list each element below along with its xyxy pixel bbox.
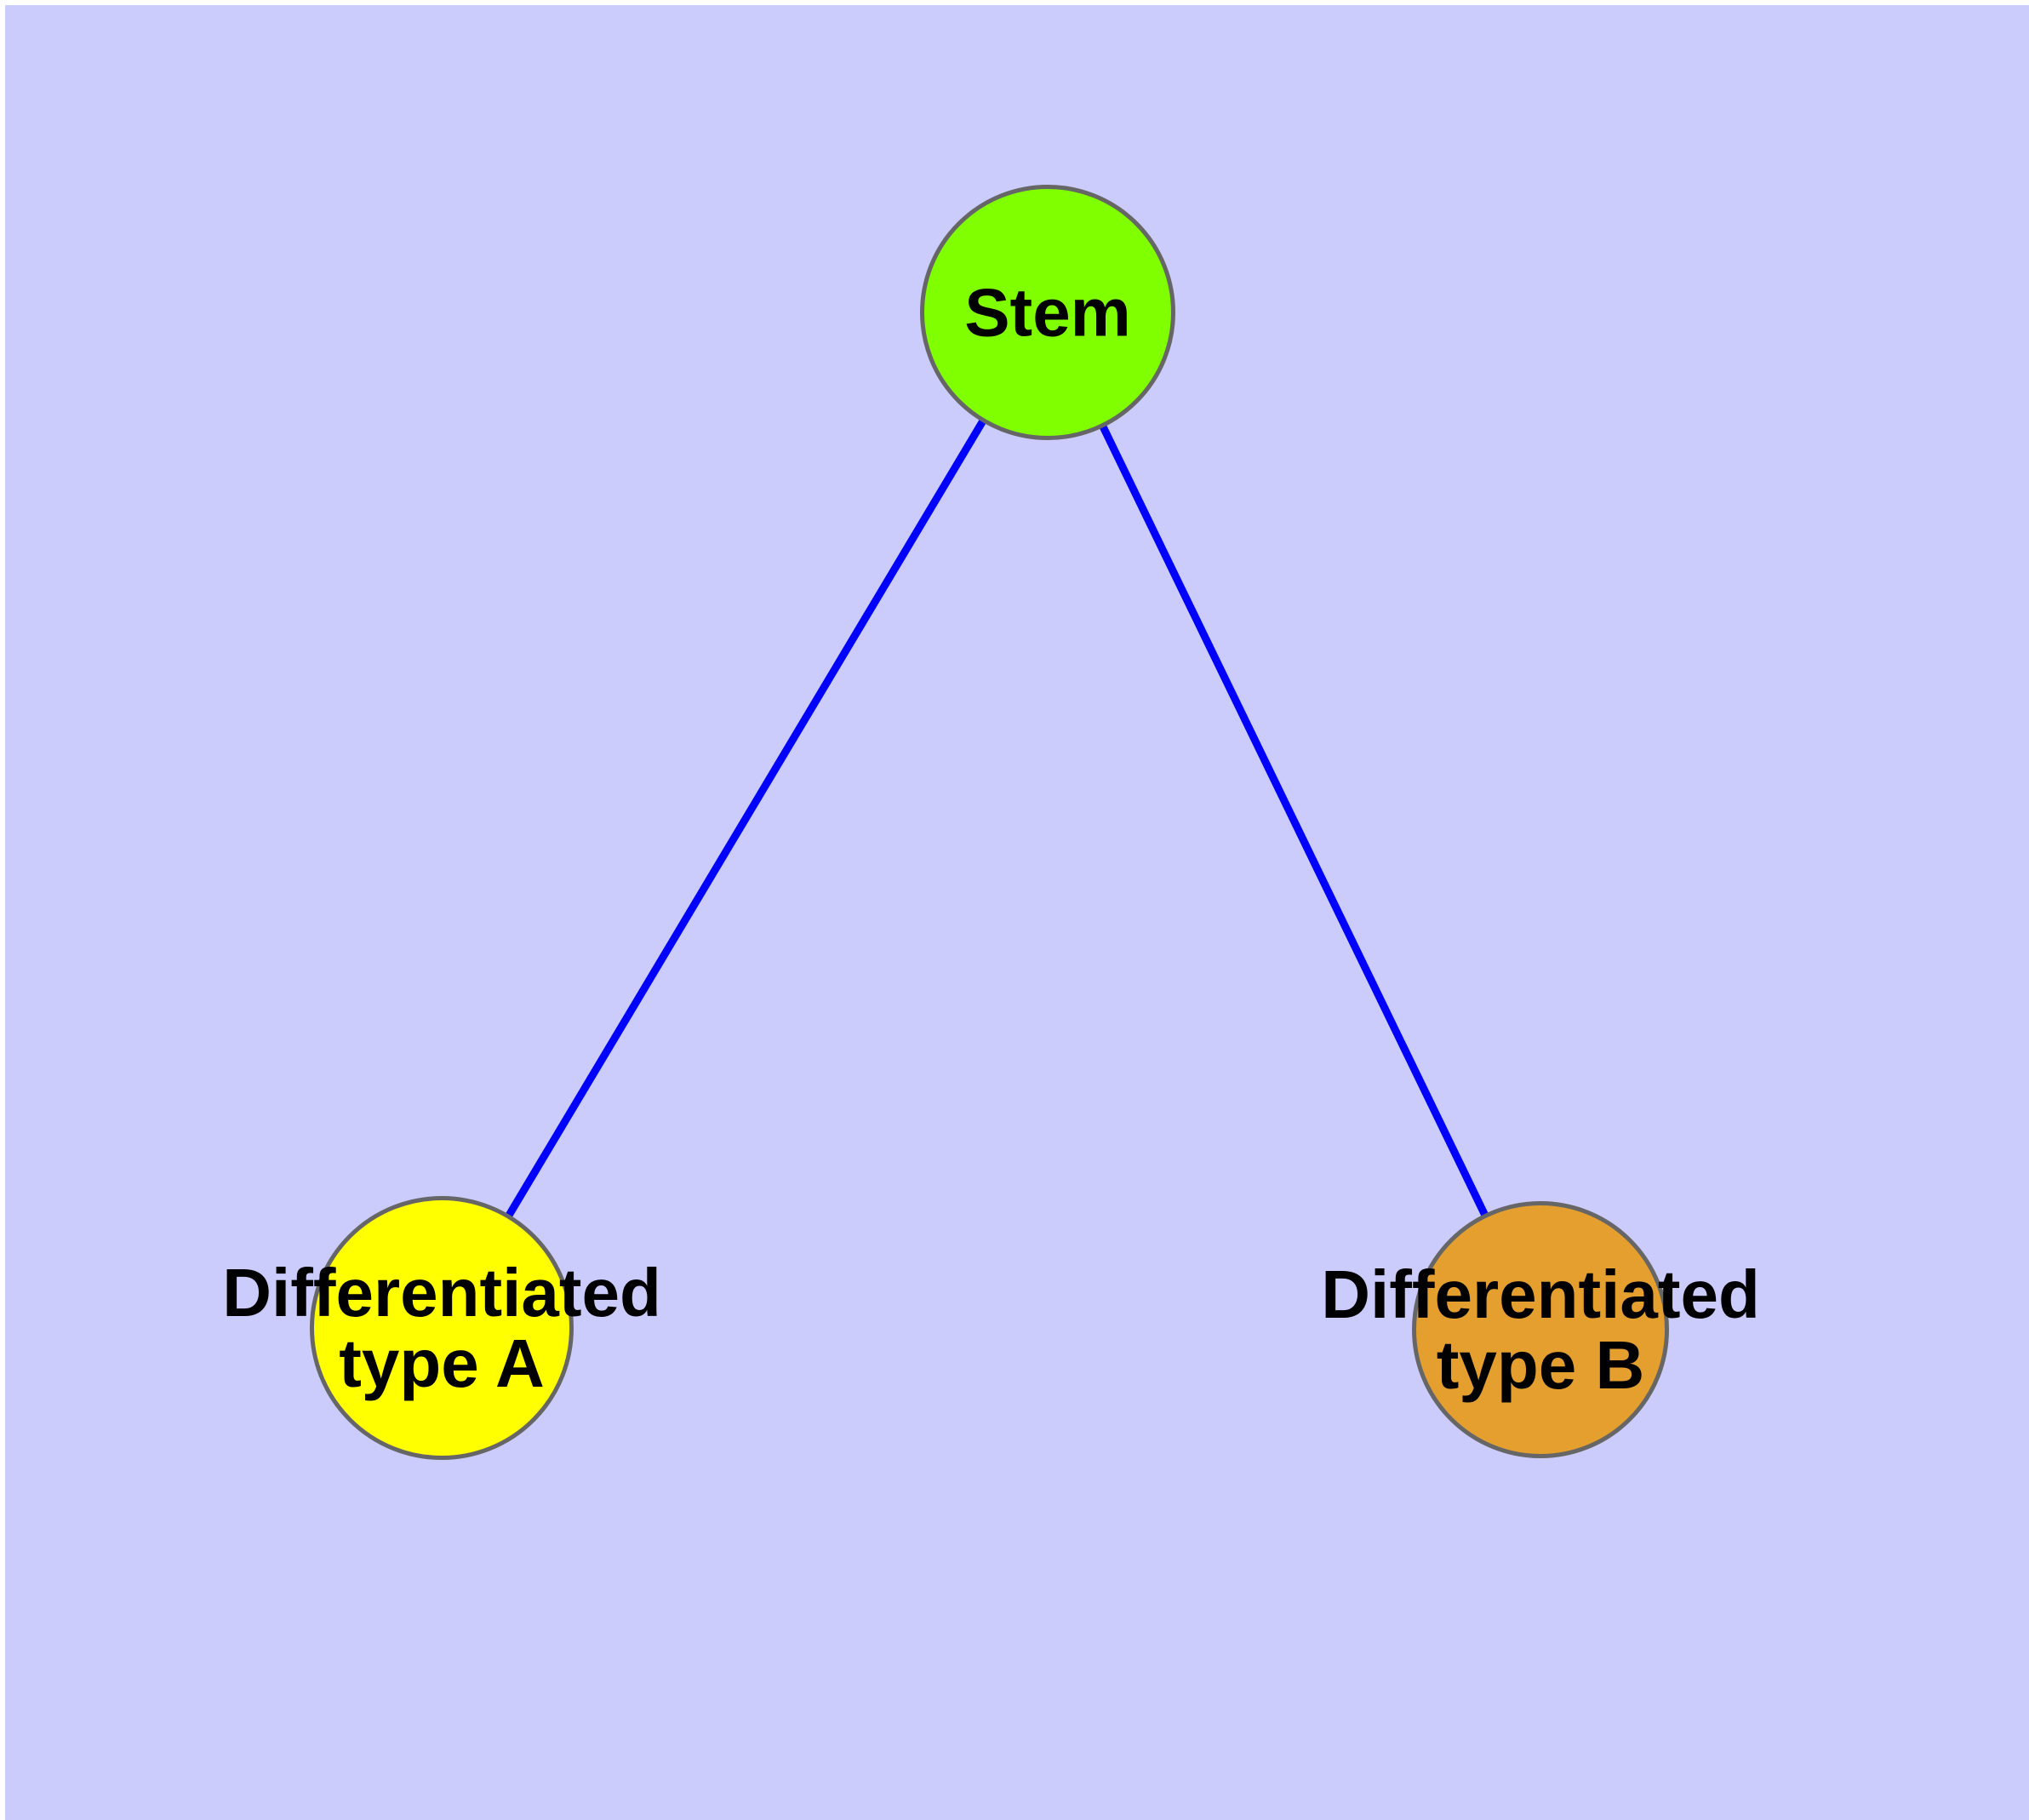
graph-node-stem[interactable] [920,185,1175,440]
edge-layer [505,418,1489,1218]
graph-svg [310,185,1669,1460]
graph-node-diff_b[interactable] [1412,1201,1669,1458]
node-layer [310,185,1669,1460]
graph-node-diff_a[interactable] [310,1196,574,1460]
graph-edge[interactable] [1099,424,1489,1217]
graph-edge[interactable] [505,418,987,1218]
